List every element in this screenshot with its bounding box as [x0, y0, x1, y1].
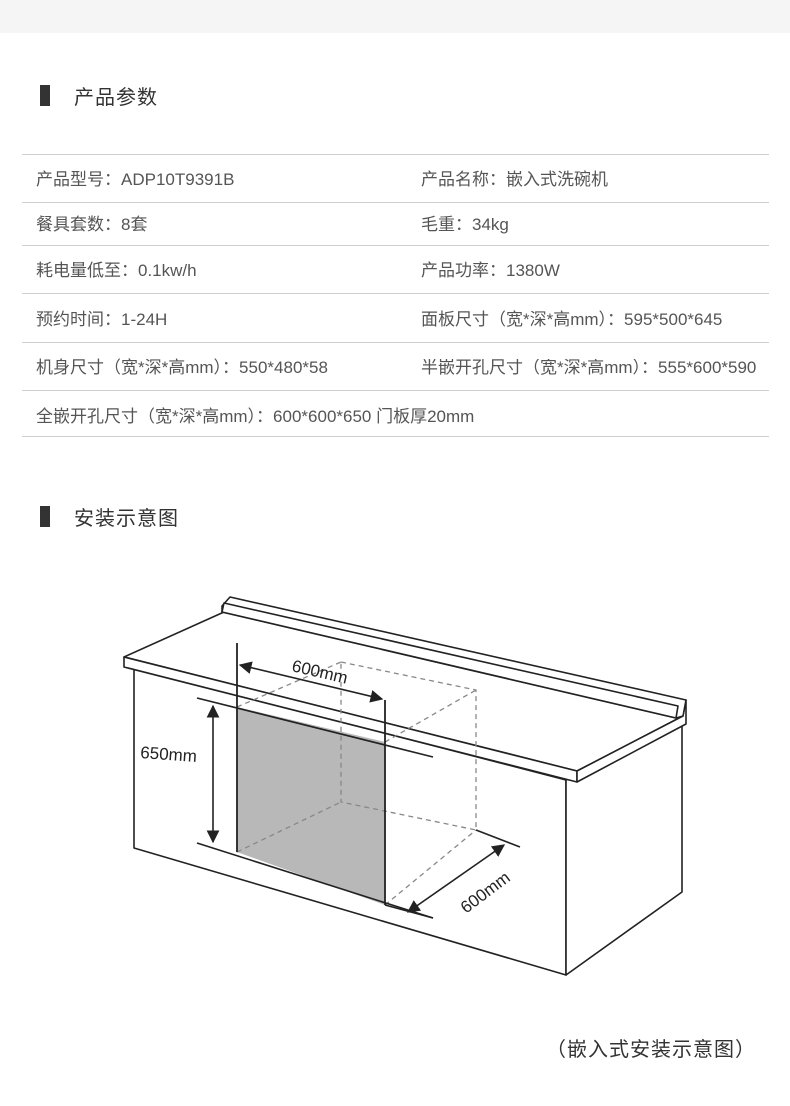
diagram-section-title: 安装示意图: [74, 507, 179, 530]
spec-power: 产品功率：1380W: [421, 261, 560, 280]
countertop: [123, 596, 687, 783]
section-marker: [40, 505, 50, 527]
spec-gross-weight: 毛重：34kg: [421, 215, 509, 234]
top-band: [0, 0, 790, 33]
spec-place-settings: 餐具套数：8套: [36, 215, 148, 234]
spec-half-embed-cutout: 半嵌开孔尺寸（宽*深*高mm）：555*600*590: [421, 359, 757, 376]
spec-model: 产品型号：ADP10T9391B: [36, 170, 235, 189]
spec-table: 产品型号：ADP10T9391B 产品名称：嵌入式洗碗机 餐具套数：8套 毛重：…: [22, 154, 769, 437]
spec-power-consumption: 耗电量低至：0.1kw/h: [36, 261, 197, 280]
dimension-lines: [196, 661, 521, 919]
spec-panel-size: 面板尺寸（宽*深*高mm）：595*500*645: [421, 310, 723, 329]
spec-delay-timer: 预约时间：1-24H: [36, 310, 168, 329]
spec-row: 全嵌开孔尺寸（宽*深*高mm）：600*600*650 门板厚20mm: [22, 391, 769, 437]
specs-section-header: 产品参数: [40, 83, 158, 109]
spec-row: 餐具套数：8套 毛重：34kg: [22, 203, 769, 246]
spec-row: 预约时间：1-24H 面板尺寸（宽*深*高mm）：595*500*645: [22, 294, 769, 343]
section-marker: [40, 84, 50, 106]
spec-row: 耗电量低至：0.1kw/h 产品功率：1380W: [22, 246, 769, 294]
spec-row: 机身尺寸（宽*深*高mm）：550*480*58 半嵌开孔尺寸（宽*深*高mm）…: [22, 343, 769, 391]
installation-diagram: 600mm 650mm 600mm: [123, 596, 687, 976]
diagram-caption: （嵌入式安装示意图）: [546, 1039, 756, 1061]
height-dimension-label: 650mm: [140, 743, 198, 766]
spec-name: 产品名称：嵌入式洗碗机: [421, 170, 608, 189]
spec-full-embed-cutout: 全嵌开孔尺寸（宽*深*高mm）：600*600*650 门板厚20mm: [36, 407, 475, 426]
specs-section-title: 产品参数: [74, 86, 158, 109]
diagram-section-header: 安装示意图: [40, 504, 179, 530]
spec-body-size: 机身尺寸（宽*深*高mm）：550*480*58: [36, 358, 328, 377]
spec-row: 产品型号：ADP10T9391B 产品名称：嵌入式洗碗机: [22, 155, 769, 203]
